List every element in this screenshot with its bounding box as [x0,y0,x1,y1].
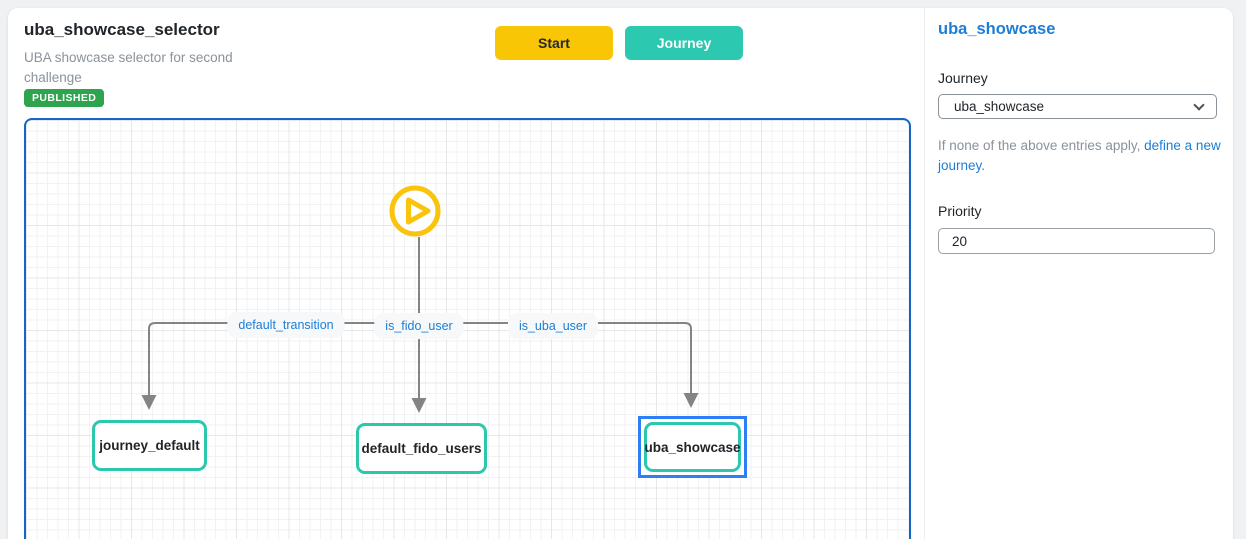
play-icon [387,183,443,239]
journey-field-label: Journey [938,70,1223,86]
edge-label-is-uba-user[interactable]: is_uba_user [508,313,598,339]
journey-button[interactable]: Journey [625,26,743,60]
journey-select[interactable]: uba_showcase [938,94,1217,119]
node-uba-showcase-selection[interactable]: uba_showcase [638,416,747,478]
node-journey-default[interactable]: journey_default [92,420,207,471]
page-title: uba_showcase_selector [24,20,220,40]
priority-field-label: Priority [938,203,1223,219]
main-card: uba_showcase_selector UBA showcase selec… [8,8,1233,539]
status-badge: PUBLISHED [24,89,104,107]
side-panel: uba_showcase Journey uba_showcase If non… [924,8,1233,539]
flow-canvas[interactable]: default_transition is_fido_user is_uba_u… [24,118,911,539]
node-uba-showcase[interactable]: uba_showcase [644,422,741,472]
edge-label-default-transition[interactable]: default_transition [227,312,344,338]
edge-label-is-fido-user[interactable]: is_fido_user [374,313,463,339]
flow-edges [26,120,909,539]
node-default-fido-users[interactable]: default_fido_users [356,423,487,474]
helper-text-prefix: If none of the above entries apply, [938,138,1144,153]
panel-title: uba_showcase [938,20,1223,39]
page-subtitle: UBA showcase selector for second challen… [24,48,269,88]
priority-input[interactable] [938,228,1215,254]
journey-select-wrap: uba_showcase [938,94,1217,119]
start-button[interactable]: Start [495,26,613,60]
helper-text: If none of the above entries apply, defi… [938,136,1223,176]
start-node[interactable] [387,183,443,239]
